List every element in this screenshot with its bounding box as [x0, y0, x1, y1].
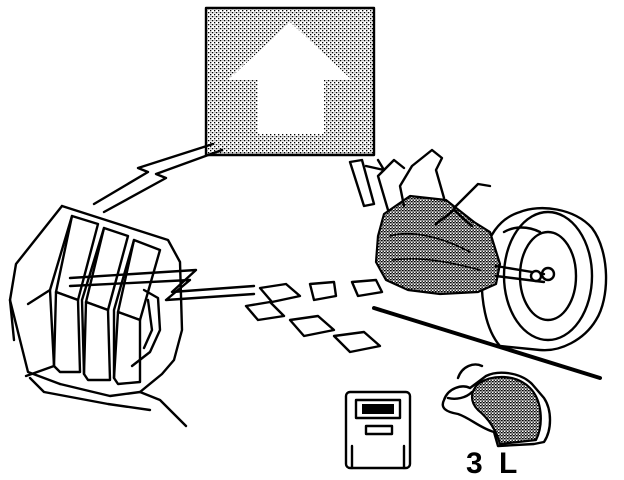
drive-wheel — [480, 206, 608, 352]
switch-key-1 — [24, 214, 100, 378]
signal-path-tiles — [244, 278, 384, 354]
floor-line — [372, 306, 602, 380]
gear-selector-hand-icon — [441, 363, 552, 448]
upshift-indicator-panel — [204, 6, 376, 157]
switch-panel-icon — [344, 390, 412, 470]
control-switch-block — [8, 204, 188, 428]
indicator-signal-bolt — [92, 142, 224, 214]
gear-position-label: 3 L — [466, 447, 521, 480]
up-arrow-icon — [228, 22, 352, 134]
switch-signal-bolt — [68, 268, 256, 302]
switch-key-3 — [112, 238, 162, 386]
transmission-unit — [348, 148, 546, 296]
